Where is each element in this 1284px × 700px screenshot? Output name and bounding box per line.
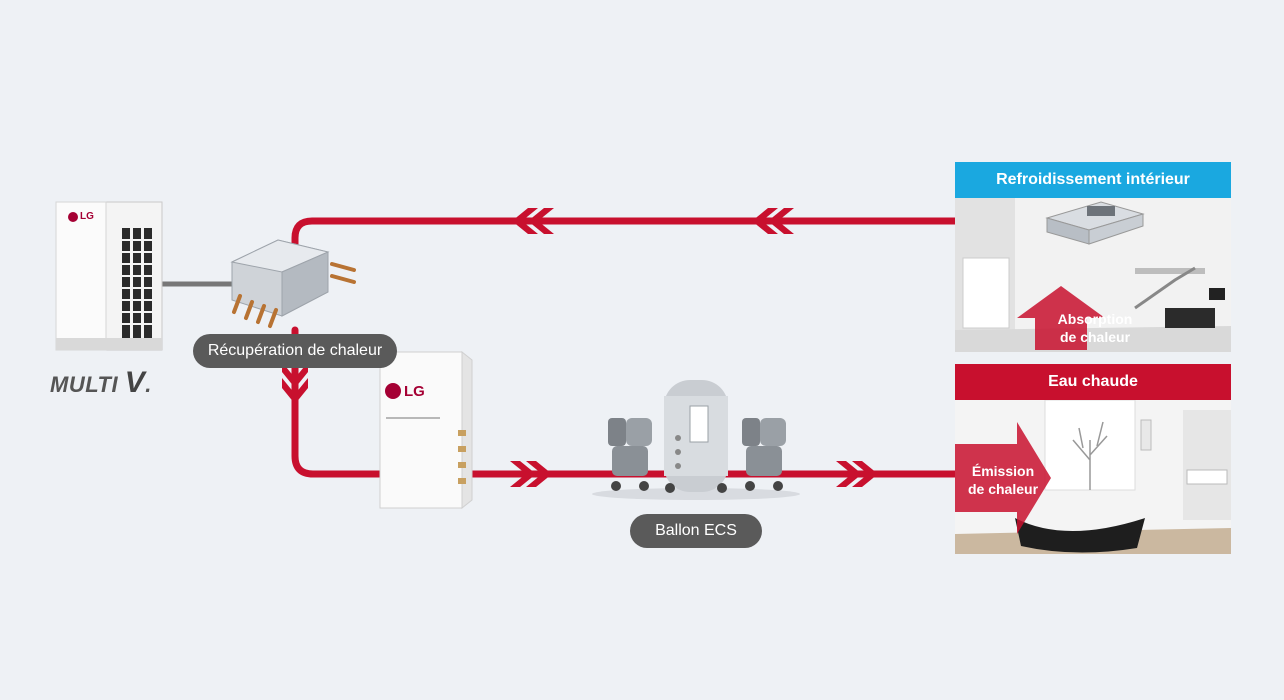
- cooling-caption-line1: Absorption: [1057, 311, 1133, 327]
- pump-left-icon: [608, 418, 652, 491]
- pipe-bottom-supply: [291, 326, 959, 478]
- heat-recovery-label: Récupération de chaleur: [193, 334, 397, 368]
- pipe-top-return: [291, 217, 959, 306]
- pump-right-icon: [742, 418, 786, 491]
- bathtub-icon: [1015, 518, 1145, 553]
- multi-v-suffix: V: [124, 366, 146, 399]
- dhw-tank-assembly: [592, 380, 800, 500]
- heat-recovery-box: [230, 239, 356, 328]
- hydro-kit-unit: [379, 350, 473, 510]
- dhw-tank-label: Ballon ECS: [630, 514, 762, 548]
- cooling-room-image: [955, 198, 1231, 352]
- pipe-loop: [291, 217, 959, 478]
- cooling-caption-line2: de chaleur: [1059, 329, 1131, 345]
- hot-water-panel: Eau chaude Émission de chaleur: [955, 364, 1231, 554]
- hydro-lg-logo-icon: [385, 383, 401, 399]
- arrow-down: [282, 362, 308, 404]
- hot-water-caption: Émission de chaleur: [961, 462, 1045, 498]
- hot-water-panel-title: Eau chaude: [955, 364, 1231, 400]
- outdoor-lg-logo: LG: [80, 211, 94, 222]
- cooling-room-illustration: [955, 198, 1231, 352]
- arrow-right-2: [836, 461, 878, 487]
- hydro-lg-logo: LG: [404, 383, 425, 400]
- cassette-unit-icon: [1045, 201, 1145, 245]
- arrow-left-2: [752, 208, 794, 234]
- arrow-left-1: [512, 208, 554, 234]
- hot-water-caption-line2: de chaleur: [967, 481, 1039, 497]
- outdoor-lg-logo-icon: [68, 212, 78, 222]
- arrow-right-1: [510, 461, 552, 487]
- cooling-panel-title: Refroidissement intérieur: [955, 162, 1231, 198]
- multi-v-prefix: MULTI: [50, 372, 119, 397]
- hot-water-caption-line1: Émission: [971, 463, 1035, 479]
- cooling-caption: Absorption de chaleur: [1051, 310, 1139, 346]
- multi-v-tm: .: [145, 372, 152, 397]
- bathroom-illustration: [955, 399, 1231, 554]
- flow-arrows: [282, 208, 878, 487]
- outdoor-unit: [55, 201, 163, 351]
- cooling-panel: Refroidissement intérieur Absorption de …: [955, 162, 1231, 352]
- multi-v-logo: MULTI V.: [50, 366, 152, 400]
- bathroom-image: [955, 399, 1231, 554]
- tank-icon: [664, 380, 728, 493]
